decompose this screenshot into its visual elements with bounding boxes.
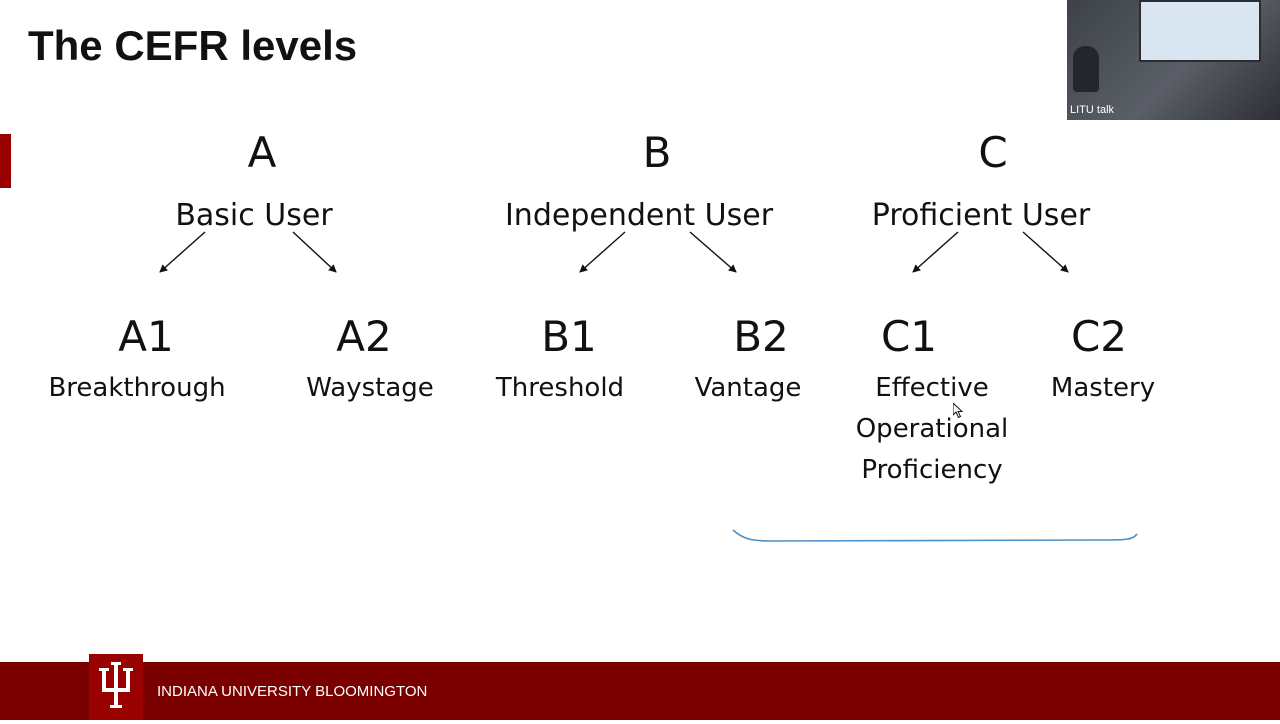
arrow-c-to-c1: [912, 231, 959, 273]
group-letter-b: B: [642, 128, 672, 177]
arrow-a-to-a2: [292, 231, 337, 273]
video-label: LITU talk: [1070, 104, 1115, 116]
mouse-pointer-icon: [953, 403, 964, 419]
level-code-c1: C1: [880, 312, 938, 361]
level-code-a2: A2: [336, 312, 392, 361]
level-name-b1: Threshold: [495, 373, 625, 403]
level-name-a1: Breakthrough: [48, 373, 226, 403]
presenter-video-thumbnail[interactable]: LITU talk: [1067, 0, 1280, 120]
thumbnail-presenter: [1073, 46, 1099, 92]
arrow-b-to-b1: [579, 231, 626, 273]
level-code-b1: B1: [541, 312, 597, 361]
slide-title: The CEFR levels: [28, 22, 358, 69]
group-name-a: Basic User: [175, 198, 333, 233]
arrow-b-to-b2: [689, 231, 737, 273]
thumbnail-projector-screen: [1139, 0, 1261, 62]
footer-institution-name: INDIANA UNIVERSITY BLOOMINGTON: [157, 683, 428, 700]
arrow-a-to-a1: [159, 231, 206, 273]
arrow-c-to-c2: [1022, 231, 1069, 273]
level-code-c2: C2: [1070, 312, 1128, 361]
accent-bar: [0, 134, 11, 188]
level-name-c1: Effective Operational Proficiency: [855, 373, 1009, 485]
iu-trident-logo: [89, 654, 143, 720]
group-letter-c: C: [978, 128, 1008, 177]
group-name-b: Independent User: [504, 198, 774, 233]
level-code-b2: B2: [733, 312, 789, 361]
level-name-b2: Vantage: [694, 373, 802, 403]
level-name-c2: Mastery: [1050, 373, 1156, 403]
level-name-a2: Waystage: [306, 373, 434, 403]
footer-bar: [0, 662, 1280, 720]
level-code-a1: A1: [118, 312, 174, 361]
group-name-c: Proficient User: [871, 198, 1091, 233]
group-letter-a: A: [247, 128, 277, 177]
